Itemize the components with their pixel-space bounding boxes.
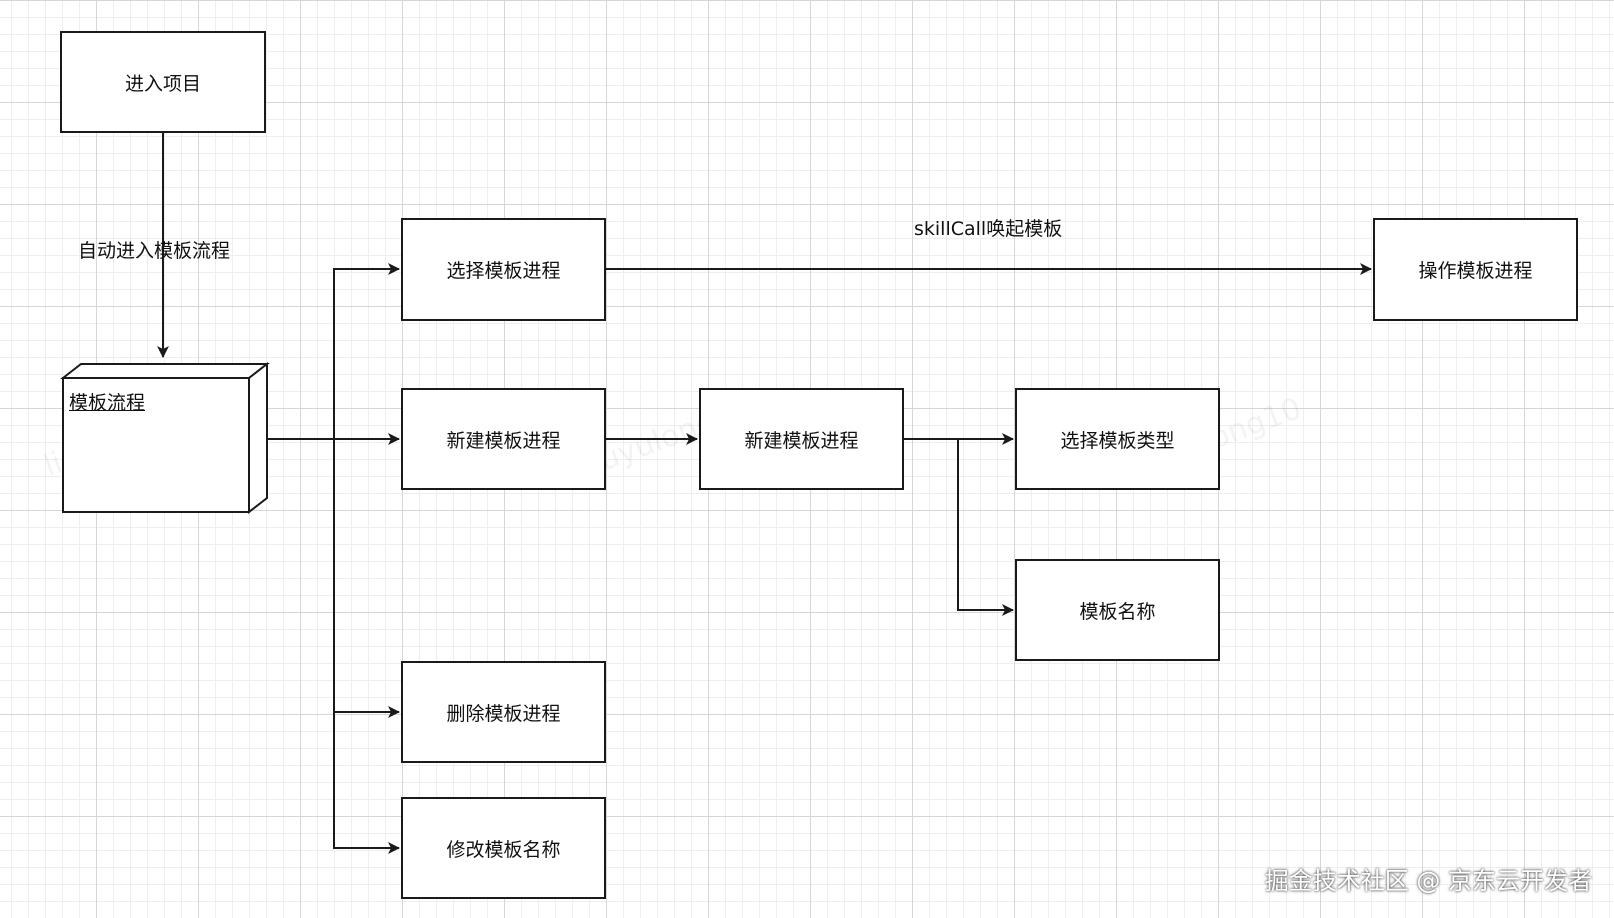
node-new-template-process-2: 新建模板进程 bbox=[699, 388, 904, 490]
edge-new2-to-name bbox=[957, 439, 1014, 616]
edge-flow-to-select bbox=[267, 263, 400, 440]
edge-flow-to-delete bbox=[333, 439, 400, 718]
node-new-template-process-1: 新建模板进程 bbox=[401, 388, 606, 490]
edge-label-skillcall: skillCall唤起模板 bbox=[914, 218, 1063, 240]
edge-flow-to-rename bbox=[333, 712, 400, 854]
node-operate-template-process: 操作模板进程 bbox=[1373, 218, 1578, 321]
node-enter-project: 进入项目 bbox=[60, 31, 266, 133]
node-select-template-type: 选择模板类型 bbox=[1015, 388, 1220, 490]
node-rename-template: 修改模板名称 bbox=[401, 797, 606, 899]
node-template-name: 模板名称 bbox=[1015, 559, 1220, 661]
node-select-template-process: 选择模板进程 bbox=[401, 218, 606, 321]
template-flow-3d-node bbox=[60, 361, 270, 515]
edge-label-auto-enter: 自动进入模板流程 bbox=[78, 240, 231, 262]
footer-credit: 掘金技术社区 @ 京东云开发者 bbox=[1264, 867, 1592, 895]
template-flow-node-label: 模板流程 bbox=[69, 392, 146, 414]
node-delete-template-process: 删除模板进程 bbox=[401, 661, 606, 763]
